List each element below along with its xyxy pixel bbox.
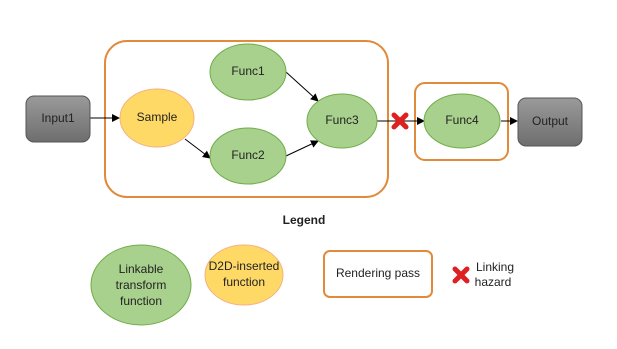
node-func4: Func4 — [423, 93, 501, 149]
edge-sample-func2 — [184, 138, 211, 159]
node-func2-label: Func2 — [231, 148, 265, 162]
legend-hazard-icon — [452, 266, 470, 284]
node-input1-label: Input1 — [41, 111, 75, 125]
legend-rendering-pass: Rendering pass — [323, 250, 433, 298]
node-sample: Sample — [119, 88, 195, 148]
legend-hazard-line1: Linking — [476, 260, 514, 274]
legend-title: Legend — [283, 213, 326, 227]
node-func1: Func1 — [209, 43, 287, 101]
rendering-pass-container-1 — [104, 40, 389, 198]
node-output: Output — [517, 97, 583, 147]
node-func2: Func2 — [209, 127, 287, 185]
legend-hazard: Linking hazard — [452, 260, 514, 289]
legend-linkable-line3: function — [120, 294, 162, 308]
node-input1: Input1 — [25, 95, 91, 143]
node-func3-label: Func3 — [325, 113, 359, 127]
legend-linkable-function: Linkable transform function — [90, 244, 192, 326]
legend-d2d-function: D2D-inserted function — [204, 244, 284, 306]
linking-hazard-icon — [391, 112, 409, 130]
legend-rendering-pass-label: Rendering pass — [336, 266, 420, 280]
node-func3: Func3 — [306, 93, 378, 149]
edge-func2-func3 — [285, 140, 319, 157]
node-func4-label: Func4 — [445, 113, 479, 127]
legend-d2d-line2: function — [223, 275, 265, 289]
node-func1-label: Func1 — [231, 64, 265, 78]
legend-d2d-line1: D2D-inserted — [209, 259, 280, 273]
legend-hazard-line2: hazard — [475, 275, 512, 289]
legend-linkable-line1: Linkable — [119, 262, 164, 276]
legend-linkable-line2: transform — [116, 278, 167, 292]
edge-func1-func3 — [285, 71, 319, 102]
node-sample-label: Sample — [137, 110, 178, 124]
node-output-label: Output — [532, 114, 569, 128]
